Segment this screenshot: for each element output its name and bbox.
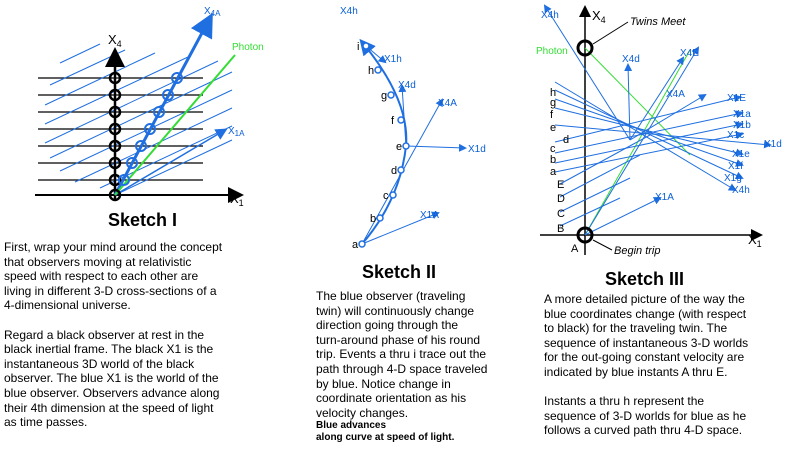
sketch1-photon-line: [114, 54, 236, 196]
sketch2-coordinate-arrows: [361, 45, 467, 245]
sketch3: Twins Meet Begin trip X4 X1 X4h Photon X…: [536, 4, 782, 289]
sketch2-x1a-label: X1A: [420, 210, 439, 221]
sketch1-x1a-axis: [114, 128, 228, 196]
sketch3-x1e-up-label: X1E: [727, 93, 746, 104]
svg-text:a: a: [352, 239, 359, 251]
svg-text:c: c: [550, 143, 556, 155]
sketch2-caption: The blue observer (traveling twin) will …: [316, 289, 488, 420]
sketch3-x1a-label: X1a: [733, 109, 751, 120]
sketch1-x4a-label: X4A: [204, 6, 221, 18]
sketch3-x1d-label: X1d: [764, 139, 782, 150]
svg-text:b: b: [370, 213, 376, 225]
sketch1-x4a-axis: [113, 12, 213, 196]
sketch3-x4d-label: X4d: [622, 54, 640, 65]
sketch3-twins-meet-label: Twins Meet: [630, 16, 686, 28]
sketch2-x4a-label: X4A: [438, 98, 457, 109]
sketch3-begin-trip-label: Begin trip: [614, 245, 660, 257]
sketch3-x4-lines: [543, 4, 707, 236]
svg-text:b: b: [550, 154, 556, 166]
sketch3-twins-meet-event: [576, 39, 594, 57]
sketch2-x1h-label: X1h: [384, 54, 402, 65]
svg-text:d: d: [391, 165, 397, 177]
sketch3-x1c-label: X1c: [727, 130, 744, 141]
svg-text:A: A: [571, 243, 579, 255]
sketch3-x1-label: X1: [748, 232, 762, 249]
svg-text:g: g: [550, 97, 556, 109]
sketch3-begin-trip-pointer: [592, 239, 613, 251]
sketch1-caption: First, wrap your mind around the concept…: [4, 240, 223, 430]
sketch3-x1g-label: X1g: [724, 173, 742, 184]
sketch3-x1b-label: X1b: [733, 120, 751, 131]
svg-text:h: h: [368, 65, 374, 77]
sketch1-blue-worldlines: [44, 43, 233, 196]
svg-text:f: f: [550, 109, 554, 121]
sketch3-x4e-label: X4E: [680, 48, 699, 59]
sketch3-x1f-label: X1f: [728, 161, 743, 172]
sketch1-black-events: [108, 71, 122, 187]
svg-text:e: e: [550, 122, 556, 134]
sketch3-x1a-lower-label: X1A: [655, 192, 674, 203]
sketch1-blue-events: [118, 72, 183, 186]
sketch1-title: Sketch I: [108, 210, 177, 230]
svg-text:i: i: [357, 41, 359, 53]
sketch1-photon-label: Photon: [232, 42, 264, 53]
svg-text:h: h: [550, 87, 556, 99]
sketch3-x4a-label: X4A: [666, 89, 685, 100]
sketch3-begin-trip-event: [576, 226, 594, 244]
svg-text:D: D: [557, 193, 565, 205]
svg-text:g: g: [381, 90, 387, 102]
sketch3-x4h-label: X4h: [541, 10, 559, 21]
sketch1: X4 X1 X4A X1A Photon Sketch I: [35, 6, 264, 230]
sketch2-x4d-label: X4d: [398, 80, 416, 91]
sketch2-event-circles: [358, 42, 410, 248]
sketch3-caption: A more detailed picture of the way the b…: [544, 292, 749, 438]
sketch3-instant-letters: h g f e d c b a E D C B A: [550, 87, 579, 255]
svg-text:E: E: [557, 179, 564, 191]
svg-text:C: C: [557, 208, 565, 220]
sketch3-twins-meet-pointer: [592, 21, 629, 45]
sketch3-photon-label: Photon: [536, 46, 568, 57]
sketch2: a b c d e f g h i X4h X1h X4d X4A X1d X1…: [340, 6, 486, 282]
sketch2-note: Blue advances along curve at speed of li…: [316, 420, 455, 443]
sketch3-x1-lines: [554, 81, 772, 236]
svg-text:d: d: [563, 134, 569, 146]
sketch2-x1d-label: X1d: [468, 144, 486, 155]
sketch2-event-letters: a b c d e f g h i: [352, 41, 402, 251]
sketch1-x1a-label: X1A: [228, 126, 245, 138]
svg-text:c: c: [383, 190, 389, 202]
sketch3-x4h-lower-label: X4h: [732, 185, 750, 196]
svg-text:f: f: [391, 115, 395, 127]
sketch3-photon-line-1: [584, 49, 691, 236]
svg-text:e: e: [396, 141, 402, 153]
sketch2-x4h-label: X4h: [340, 6, 358, 17]
sketch3-title: Sketch III: [605, 269, 684, 289]
svg-text:a: a: [550, 166, 557, 178]
sketch2-title: Sketch II: [362, 262, 436, 282]
sketch3-x4-label: X4: [592, 8, 606, 25]
sketch1-x1-label: X1: [230, 191, 244, 208]
svg-text:B: B: [557, 223, 564, 235]
sketch1-x4-label: X4: [108, 32, 122, 49]
sketch1-origin: [108, 188, 122, 202]
sketch3-x1e-label: X1e: [732, 149, 750, 160]
